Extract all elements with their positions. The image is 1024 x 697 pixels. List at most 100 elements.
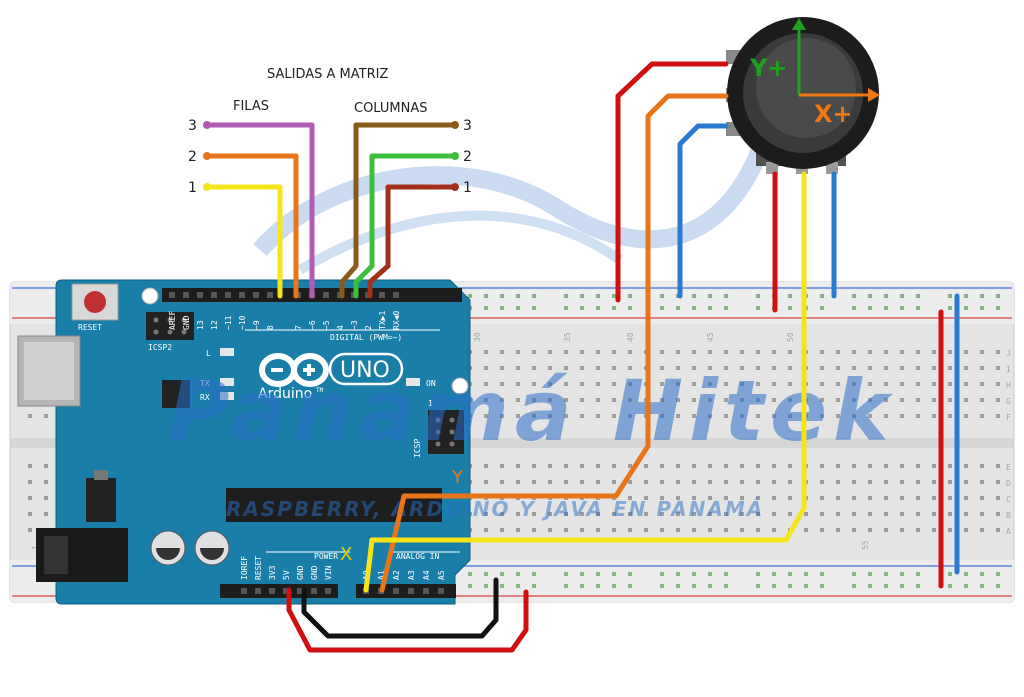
svg-text:H: H — [1006, 381, 1011, 390]
wire-columna-1 — [367, 184, 458, 299]
wire-fila-2 — [204, 153, 299, 299]
icsp2-header — [146, 312, 194, 340]
annotations: SALIDAS A MATRIZ FILAS COLUMNAS 3 2 1 3 … — [188, 67, 472, 565]
wire-columna-2 — [353, 153, 458, 299]
wire-ends — [203, 121, 459, 191]
digital-pin-label: 2 — [364, 325, 373, 330]
arduino-logo: Arduino TM UNO — [258, 352, 404, 402]
wire-joystick-vrx — [363, 171, 807, 593]
uno-model-label: UNO — [340, 358, 390, 383]
digital-pin-label: ~6 — [308, 320, 317, 330]
col-number: 1 — [31, 545, 40, 550]
power-pin-label: 5V — [282, 570, 291, 580]
svg-text:I: I — [1006, 365, 1011, 374]
columna-number: 2 — [463, 149, 472, 165]
wire-gnd-black — [301, 577, 499, 639]
power-pin-label: RESET — [254, 556, 263, 580]
svg-text:TM: TM — [316, 387, 324, 394]
columna-number: 3 — [463, 118, 472, 134]
wire-5v-red — [286, 587, 529, 653]
digital-pin-label: GND — [182, 315, 191, 330]
breadboard-column-numbers: 30 35 40 45 50 55 1 — [31, 332, 870, 550]
digital-pin-label: ~9 — [252, 320, 261, 330]
svg-text:D: D — [1006, 479, 1011, 488]
digital-label: DIGITAL (PWM=~) — [330, 333, 402, 342]
analog-pin-label: A2 — [392, 570, 401, 580]
analog-pin-label: A3 — [407, 570, 416, 580]
icsp-header — [428, 410, 464, 454]
digital-pin-label: ~11 — [224, 315, 233, 330]
power-pin-label: 3V3 — [268, 565, 277, 580]
reset-label: RESET — [78, 323, 102, 332]
watermark-main: Panamá Hitek — [168, 362, 895, 460]
watermark-sub: RASPBERRY, ARDUINO Y JAVA EN PANAMÁ — [226, 497, 764, 521]
analog-pin-label: A5 — [437, 570, 446, 580]
svg-text:1: 1 — [428, 399, 433, 408]
svg-text:E: E — [1006, 463, 1011, 472]
columna-number: 1 — [463, 180, 472, 196]
analog-label: ANALOG IN — [396, 552, 440, 561]
svg-text:RX: RX — [200, 393, 210, 402]
svg-text:A: A — [1006, 527, 1011, 536]
svg-text:TX: TX — [200, 379, 210, 388]
arduino-logo-text: Arduino — [258, 386, 312, 402]
digital-pin-label: 13 — [196, 320, 205, 330]
power-header — [220, 584, 338, 598]
group-columnas: COLUMNAS — [354, 101, 428, 116]
joystick-x-label: X+ — [814, 100, 853, 128]
fila-number: 3 — [188, 118, 197, 134]
col-number: 30 — [473, 332, 482, 342]
svg-text:L: L — [206, 349, 211, 358]
power-pin-label: IOREF — [240, 556, 249, 580]
wire-fila-3 — [204, 122, 315, 299]
col-number: 50 — [786, 332, 795, 342]
digital-pin-label: 8 — [266, 325, 275, 330]
icsp2-label: ICSP2 — [148, 343, 172, 352]
fila-number: 1 — [188, 180, 197, 196]
icsp-label: ICSP — [413, 439, 422, 458]
fila-number: 2 — [188, 149, 197, 165]
power-pin-label: VIN — [324, 565, 333, 580]
analog-pin-label: A4 — [422, 570, 431, 580]
wire-joystick-vcc — [615, 61, 729, 303]
digital-pin-label: RX◀0 — [392, 311, 401, 330]
col-number: 45 — [706, 332, 715, 342]
digital-pin-label: AREF — [168, 311, 177, 330]
digital-pin-label: 12 — [210, 320, 219, 330]
svg-text:B: B — [1006, 511, 1011, 520]
col-number: 40 — [626, 332, 635, 342]
title-salidas-a-matriz: SALIDAS A MATRIZ — [267, 67, 388, 82]
wire-joystick-vry — [379, 93, 729, 593]
digital-pin-label: 4 — [336, 325, 345, 330]
wire-fila-1 — [204, 184, 283, 299]
wire-columna-3 — [339, 122, 458, 299]
digital-pin-labels: AREF GND 13 12 ~11 ~10 ~9 8 7 ~6 ~5 4 ~3 2 TX▶1 RX◀0 — [168, 311, 401, 330]
group-filas: FILAS — [233, 99, 269, 114]
digital-pin-label: ~10 — [238, 315, 247, 330]
power-label: POWER — [314, 552, 338, 561]
col-number: 35 — [563, 332, 572, 342]
col-number: 55 — [861, 540, 870, 550]
joystick-module: Y+ X+ — [726, 17, 880, 174]
svg-text:C: C — [1006, 495, 1011, 504]
x-signal-label: X — [340, 544, 352, 565]
digital-pin-label: ~5 — [322, 320, 331, 330]
status-leds: L TX RX ON — [200, 348, 436, 402]
voltage-regulator — [162, 380, 190, 408]
wire-joystick-gnd — [677, 123, 729, 299]
digital-pin-label: 7 — [294, 325, 303, 330]
y-signal-label: Y — [451, 467, 464, 488]
wires — [204, 61, 960, 653]
breadboard-row-letters: J I H G F E D C B A — [1006, 349, 1011, 536]
digital-pin-label: ~3 — [350, 320, 359, 330]
joystick-y-label: Y+ — [749, 54, 788, 82]
power-pin-label: GND — [296, 565, 305, 580]
on-led-label: ON — [426, 379, 436, 388]
digital-pin-label: TX▶1 — [378, 311, 387, 330]
svg-text:J: J — [1006, 349, 1011, 358]
svg-text:G: G — [1006, 397, 1011, 406]
